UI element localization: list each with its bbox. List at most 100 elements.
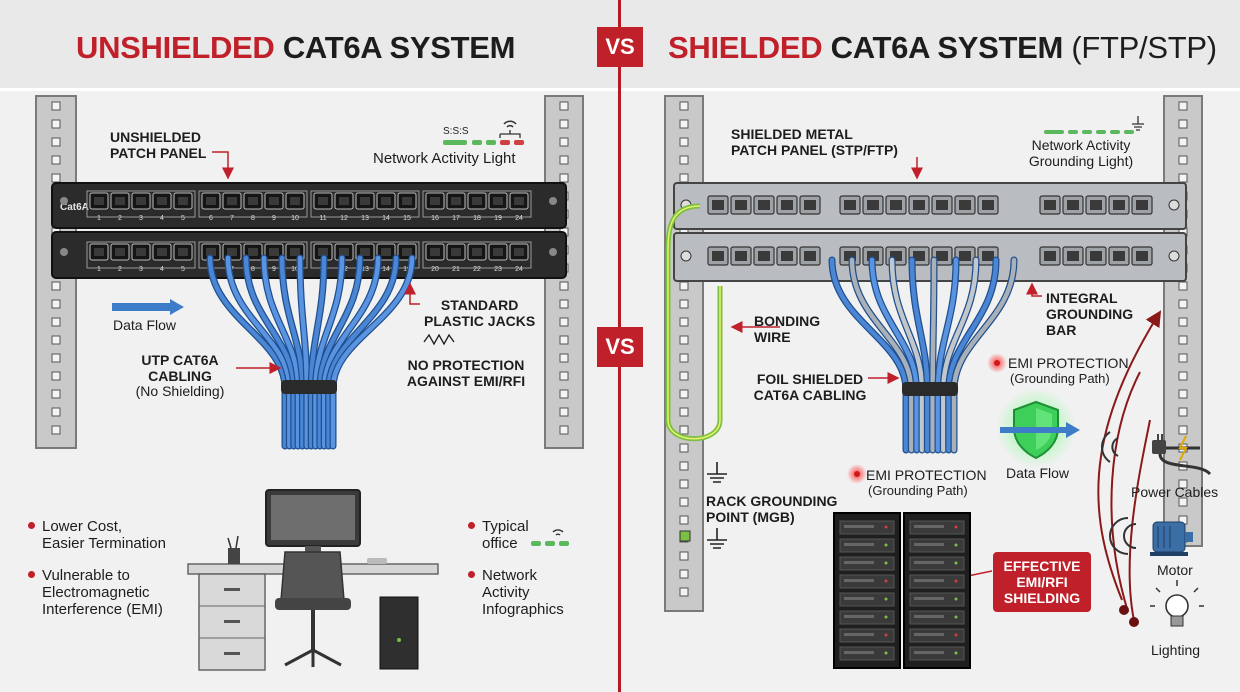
right-patch-panel-top [673, 182, 1187, 230]
brand-label: Cat6A [60, 202, 89, 213]
power-cables-label: Power Cables [1131, 484, 1219, 500]
bulb-icon [1150, 580, 1204, 627]
bullet-vulnerable: Vulnerable to Electromagnetic Interferen… [28, 567, 163, 618]
right-title-paren: (FTP/STP) [1071, 30, 1217, 65]
svg-text:8: 8 [251, 266, 255, 273]
no-protection-label: NO PROTECTION AGAINST EMI/RFI [406, 357, 526, 389]
emi-protection-top: EMI PROTECTION [1008, 355, 1129, 371]
svg-text:4: 4 [160, 266, 164, 273]
svg-text:4: 4 [160, 215, 164, 222]
vs-badge-top: VS [597, 27, 643, 67]
emi-wave-icon [423, 333, 455, 346]
unshielded-patch-panel-label: UNSHIELDED PATCH PANEL [110, 129, 207, 161]
arrow-right-icon [170, 299, 184, 315]
right-title-red: SHIELDED [668, 30, 823, 65]
svg-text:23: 23 [494, 266, 502, 273]
svg-text:14: 14 [382, 266, 390, 273]
svg-text:11: 11 [319, 215, 326, 222]
shielded-patch-panel-label: SHIELDED METAL PATCH PANEL (STP/FTP) [731, 126, 898, 158]
svg-text:9: 9 [272, 266, 276, 273]
bonding-wire-label: BONDING WIRE [754, 313, 821, 345]
svg-text:2: 2 [118, 215, 122, 222]
svg-text:16: 16 [431, 215, 439, 222]
office-activity-lights [531, 529, 569, 546]
right-activity-lights [1044, 116, 1144, 134]
svg-text:3: 3 [139, 266, 143, 273]
svg-text:3: 3 [139, 215, 143, 222]
standard-jacks-label: STANDARD PLASTIC JACKS [424, 297, 536, 329]
left-title-red: UNSHIELDED [76, 30, 275, 65]
cable-tie [281, 380, 337, 394]
motor-label: Motor [1157, 562, 1193, 578]
utp-cabling-label: UTP CAT6A CABLING [141, 352, 219, 384]
bullet-lower-cost-text: Lower Cost, Easier Termination [42, 518, 166, 552]
svg-text:13: 13 [361, 215, 369, 222]
emi-protection-top-sub: (Grounding Path) [1010, 371, 1110, 386]
left-activity-lights [443, 120, 524, 145]
svg-text:18: 18 [473, 215, 481, 222]
interference-paths [1097, 310, 1162, 627]
right-title: SHIELDED CAT6A SYSTEM (FTP/STP) [668, 30, 1217, 66]
svg-text:5: 5 [181, 266, 185, 273]
right-rack-rail-right [1163, 95, 1203, 547]
svg-text:20: 20 [431, 266, 439, 273]
svg-text:7: 7 [230, 215, 234, 222]
bullet-network-activity: Network Activity Infographics [468, 567, 564, 618]
foil-cabling-label: FOIL SHIELDED CAT6A CABLING [753, 371, 867, 403]
emi-protection-mid: EMI PROTECTION [866, 467, 987, 483]
svg-text:24: 24 [515, 266, 523, 273]
rack-grounding-label: RACK GROUNDING POINT (MGB) [706, 493, 838, 525]
left-activity-label: Network Activity Light [373, 150, 516, 167]
effective-shielding-badge: EFFECTIVE EMI/RFI SHIELDING [993, 552, 1091, 612]
svg-text:19: 19 [494, 215, 502, 222]
left-activity-code: S:S:S [443, 126, 469, 137]
svg-text:24: 24 [515, 215, 523, 222]
svg-text:13: 13 [361, 266, 369, 273]
wifi-icon [503, 120, 517, 128]
bullet-typical-office: Typical office [468, 518, 529, 552]
ground-icon [1132, 116, 1144, 131]
right-patch-panel-bottom [673, 232, 1187, 282]
server-rack-icon [833, 512, 971, 669]
svg-text:1: 1 [97, 266, 101, 273]
bullet-vulnerable-text: Vulnerable to Electromagnetic Interferen… [42, 567, 163, 618]
bullet-typical-office-text: Typical office [482, 518, 529, 552]
data-flow-label-left: Data Flow [113, 317, 177, 333]
svg-text:8: 8 [251, 215, 255, 222]
cable-tie-right [902, 382, 958, 396]
utp-cable-bundle [206, 254, 416, 450]
svg-text:12: 12 [340, 215, 348, 222]
desk-icon [187, 489, 439, 671]
svg-text:1: 1 [97, 215, 101, 222]
motor-icon [1109, 517, 1193, 556]
svg-text:2: 2 [118, 266, 122, 273]
plug-icon [1101, 431, 1212, 476]
utp-cabling-sub: (No Shielding) [135, 383, 225, 399]
lighting-label: Lighting [1151, 642, 1201, 658]
vs-badge-middle: VS [597, 327, 643, 367]
emi-protection-mid-sub: (Grounding Path) [868, 483, 968, 498]
svg-text:22: 22 [473, 266, 481, 273]
svg-text:15: 15 [403, 215, 411, 222]
svg-text:5: 5 [181, 215, 185, 222]
bullet-lower-cost: Lower Cost, Easier Termination [28, 518, 166, 552]
svg-text:6: 6 [209, 215, 213, 222]
svg-text:19: 19 [403, 266, 411, 273]
ftp-cable-bundle [828, 256, 1018, 454]
svg-text:17: 17 [452, 215, 460, 222]
right-rack-rail-left [664, 95, 704, 612]
svg-text:21: 21 [452, 266, 460, 273]
shield-icon [996, 388, 1080, 468]
integral-grounding-label: INTEGRAL GROUNDING BAR [1046, 290, 1134, 338]
right-title-rest: CAT6A SYSTEM [830, 30, 1064, 65]
bullet-network-activity-text: Network Activity Infographics [482, 567, 564, 618]
left-title: UNSHIELDED CAT6A SYSTEM [76, 30, 516, 66]
svg-text:10: 10 [291, 266, 299, 273]
svg-text:10: 10 [291, 215, 299, 222]
right-activity-label: Network Activity Grounding Light) [1028, 137, 1134, 169]
left-title-rest: CAT6A SYSTEM [282, 30, 516, 65]
svg-text:9: 9 [272, 215, 276, 222]
